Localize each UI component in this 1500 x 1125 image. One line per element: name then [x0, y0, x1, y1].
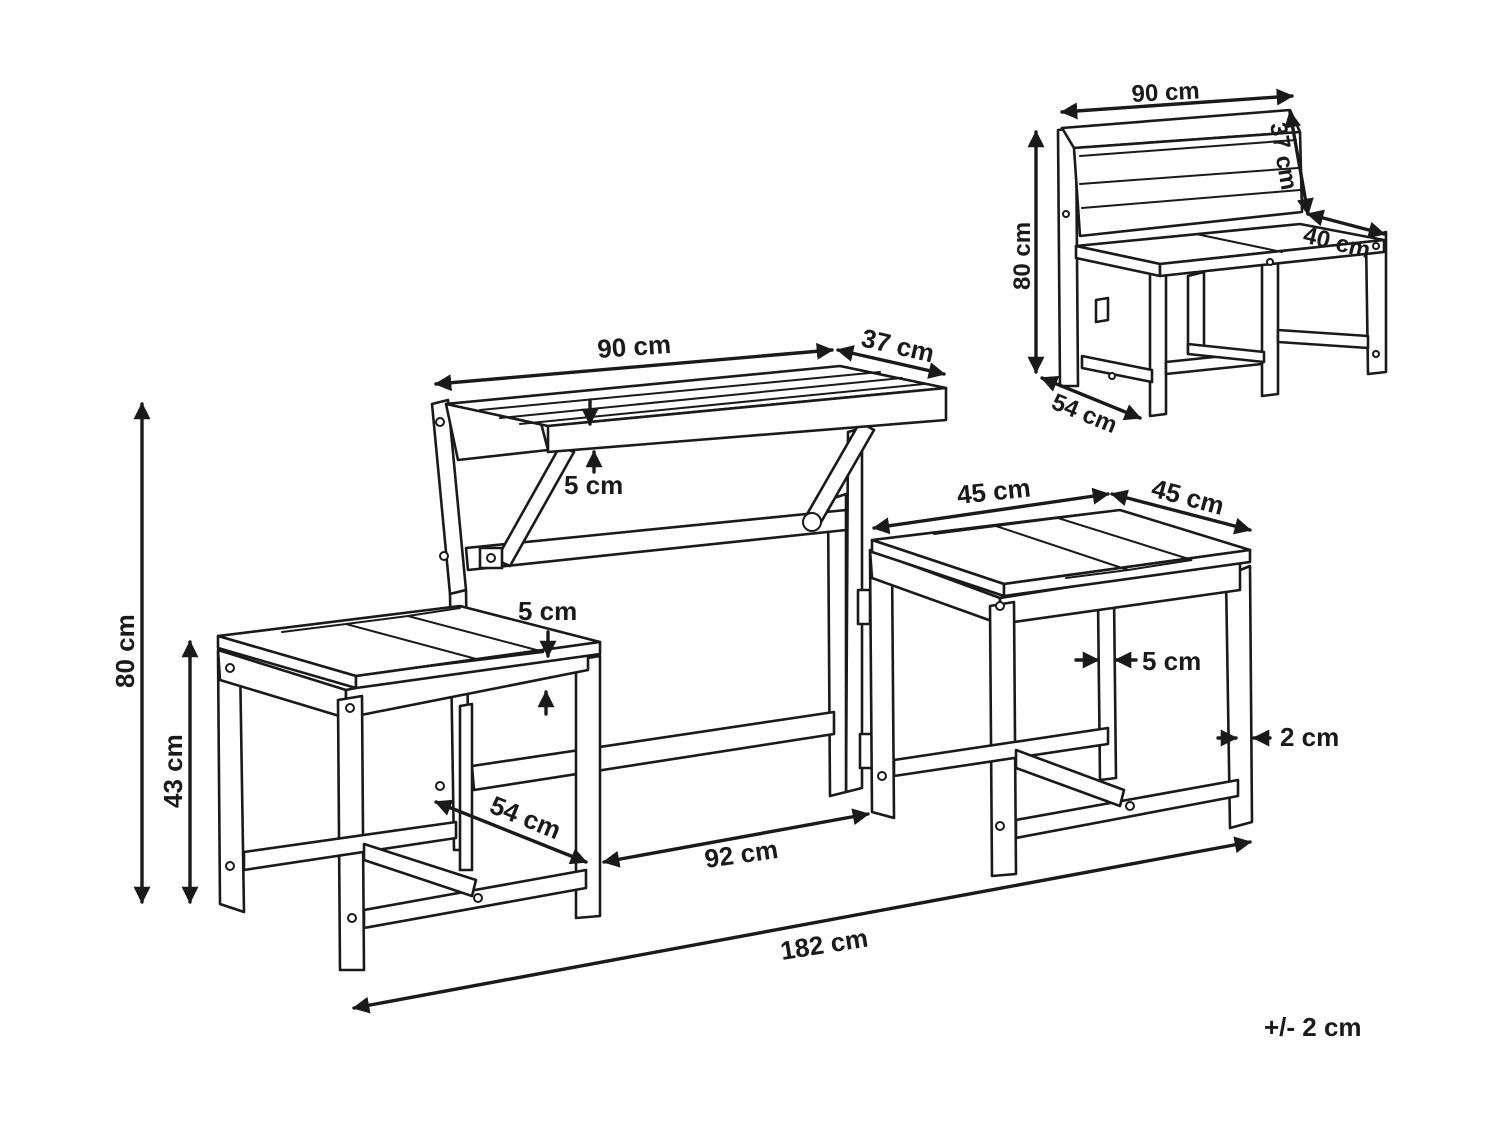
label-bench-width: 90 cm	[1131, 77, 1200, 108]
table-right-leg	[826, 492, 848, 798]
dim-bench-back	[1284, 110, 1314, 216]
label-gap: 92 cm	[703, 834, 780, 874]
left-stool-back-leg	[216, 650, 246, 914]
bench-inset	[1056, 108, 1388, 418]
label-stool-height: 43 cm	[158, 734, 188, 808]
dim-table-width	[434, 342, 834, 392]
hinge-upper	[856, 588, 872, 626]
label-table-width: 90 cm	[596, 329, 672, 364]
dim-table-depth	[836, 345, 946, 379]
label-leg-width: 5 cm	[1142, 646, 1201, 676]
label-overall-length: 182 cm	[778, 922, 870, 965]
dimension-lines	[133, 88, 1386, 1014]
table-lower-stretcher	[470, 710, 836, 792]
label-leg-inset: 2 cm	[1280, 722, 1339, 752]
right-stool-front-leg	[988, 600, 1018, 878]
table-top-front	[546, 386, 948, 454]
label-overall-height: 80 cm	[110, 614, 140, 688]
tolerance-note: +/- 2 cm	[1264, 1012, 1362, 1042]
dim-right-stool-depth	[1110, 489, 1252, 535]
folding-table	[430, 364, 948, 852]
left-stool	[216, 604, 602, 972]
left-stool-front-leg	[336, 694, 366, 972]
label-right-stool-width: 45 cm	[955, 472, 1031, 510]
label-table-top-thickness: 5 cm	[564, 470, 623, 500]
dim-bench-seat	[1306, 209, 1386, 239]
dim-bench-depth	[1040, 375, 1142, 421]
label-bench-height: 80 cm	[1009, 222, 1036, 290]
dim-overall-length	[352, 836, 1252, 1014]
table-left-brace	[494, 444, 576, 568]
dim-bench-width	[1060, 88, 1294, 120]
right-stool	[868, 508, 1254, 878]
label-table-depth: 37 cm	[859, 323, 938, 369]
label-stool-seat-thickness: 5 cm	[518, 596, 577, 626]
table-back-rail	[464, 508, 848, 572]
dim-right-stool-width	[872, 487, 1110, 535]
